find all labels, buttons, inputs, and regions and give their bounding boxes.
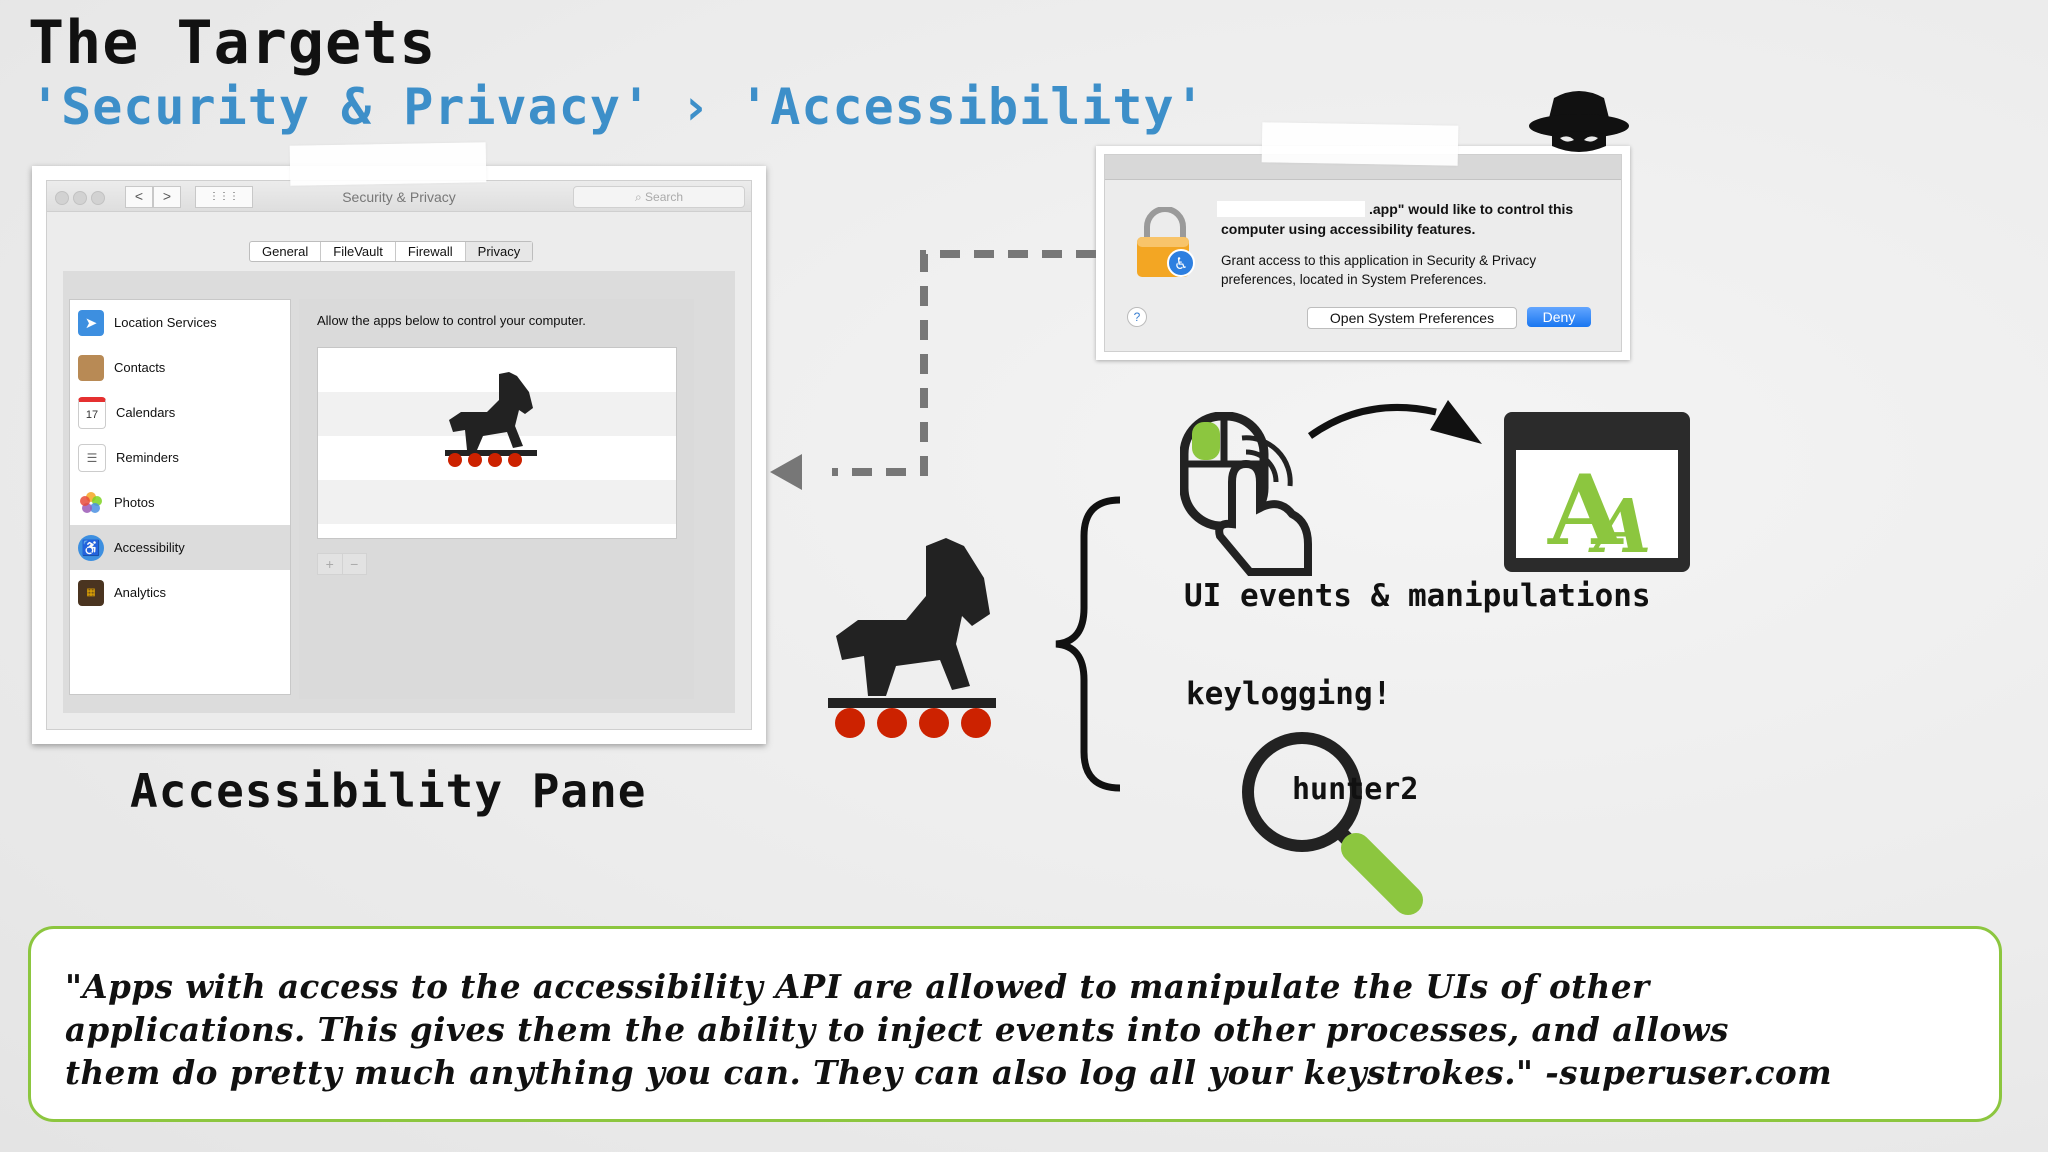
sidebar-item-analytics[interactable]: ▦ Analytics [70,570,290,615]
sidebar-item-label: Reminders [116,450,179,465]
reminders-list-icon: ☰ [78,443,106,472]
magnifier-icon [1242,732,1423,915]
close-light[interactable] [55,191,69,205]
app-window-font-icon: A A [1504,412,1690,572]
curved-arrow-icon [1307,400,1482,444]
sidebar-item-label: Calendars [116,405,176,420]
sidebar-item-location-services[interactable]: ➤ Location Services [70,300,290,345]
window-title: Security & Privacy [342,189,456,205]
sidebar-item-accessibility[interactable]: ♿ Accessibility [70,525,290,570]
calendar-icon: 17 [78,396,106,429]
tape-decoration [289,142,487,186]
sidebar-item-label: Contacts [114,360,166,375]
accessibility-icon: ♿ [78,534,104,561]
dialog-message: Grant access to this application in Secu… [1221,253,1537,287]
open-system-preferences-button[interactable]: Open System Preferences [1307,307,1517,329]
subtitle-separator: › [680,78,712,136]
keylogging-label: keylogging! [1186,676,1392,712]
curly-brace-icon [1055,496,1121,792]
password-text: hunter2 [1292,772,1419,807]
pref-tabs: General FileVault Firewall Privacy [249,241,534,262]
sidebar-item-label: Location Services [114,315,217,330]
window-titlebar: < > ⋮⋮⋮ Security & Privacy ⌕ Search [47,181,751,212]
trojan-horse-icon [445,372,537,467]
spy-hat-icon [1529,91,1629,152]
add-app-button[interactable]: + [318,554,343,574]
remove-app-button[interactable]: − [350,556,359,572]
back-button[interactable]: < [125,186,153,208]
accessibility-request-dialog: ♿ .app" would like to control this compu… [1096,146,1630,360]
tab-general[interactable]: General [250,242,322,261]
accessibility-pane: Allow the apps below to control your com… [299,299,694,699]
subtitle-accessibility: 'Accessibility' [739,78,1206,136]
dashed-connector-arrow [770,250,1096,490]
tab-privacy[interactable]: Privacy [465,242,533,261]
quote-box: "Apps with access to the accessibility A… [28,926,2002,1122]
tab-filevault[interactable]: FileVault [321,242,396,261]
dialog-body: ♿ .app" would like to control this compu… [1104,154,1622,352]
show-all-grid-button[interactable]: ⋮⋮⋮ [195,186,253,208]
dialog-heading-line2: computer using accessibility features. [1221,221,1476,237]
dialog-heading-line1: .app" would like to control this [1369,201,1574,217]
contacts-book-icon [78,354,104,381]
window-body: < > ⋮⋮⋮ Security & Privacy ⌕ Search Gene… [46,180,752,730]
sidebar-item-label: Photos [114,495,155,510]
photos-flower-icon [78,490,104,516]
help-button[interactable]: ? [1127,307,1147,327]
sidebar-item-calendars[interactable]: 17 Calendars [70,390,290,435]
sidebar-item-contacts[interactable]: Contacts [70,345,290,390]
add-remove-control: + − [317,553,367,575]
allow-apps-text: Allow the apps below to control your com… [317,313,586,328]
slide-subtitle: 'Security & Privacy' › 'Accessibility' [30,78,1206,136]
mouse-click-hand-icon [1180,412,1312,576]
slide-title: The Targets [28,8,437,78]
svg-text:A: A [1547,454,1624,567]
ui-events-label: UI events & manipulations [1184,578,1651,614]
sidebar-item-reminders[interactable]: ☰ Reminders [70,435,290,480]
accessibility-pane-caption: Accessibility Pane [130,764,647,818]
zoom-light[interactable] [91,191,105,205]
sidebar-item-label: Accessibility [114,540,185,555]
list-row-stripe [318,480,676,524]
redacted-app-name [1217,201,1365,217]
deny-button[interactable]: Deny [1527,307,1591,327]
analytics-icon: ▦ [78,579,104,606]
superuser-quote: "Apps with access to the accessibility A… [65,967,1833,1092]
location-arrow-icon: ➤ [78,309,104,336]
security-privacy-window: < > ⋮⋮⋮ Security & Privacy ⌕ Search Gene… [32,166,766,744]
sidebar-item-photos[interactable]: Photos [70,480,290,525]
trojan-horse-large-icon [828,538,996,738]
svg-text:A: A [1588,484,1651,570]
subtitle-security-privacy: 'Security & Privacy' [30,78,653,136]
search-field[interactable]: ⌕ Search [573,186,745,208]
lock-icon: ♿ [1137,207,1195,277]
privacy-sidebar: ➤ Location Services Contacts 17 Calendar… [69,299,291,695]
sidebar-item-label: Analytics [114,585,167,600]
svg-text:♿: ♿ [1174,254,1188,273]
tab-firewall[interactable]: Firewall [396,242,466,261]
search-placeholder: Search [645,190,684,204]
search-icon: ⌕ [634,190,646,204]
tape-decoration [1261,122,1459,166]
forward-button[interactable]: > [153,186,181,208]
minimize-light[interactable] [73,191,87,205]
allowed-apps-list[interactable] [317,347,677,539]
